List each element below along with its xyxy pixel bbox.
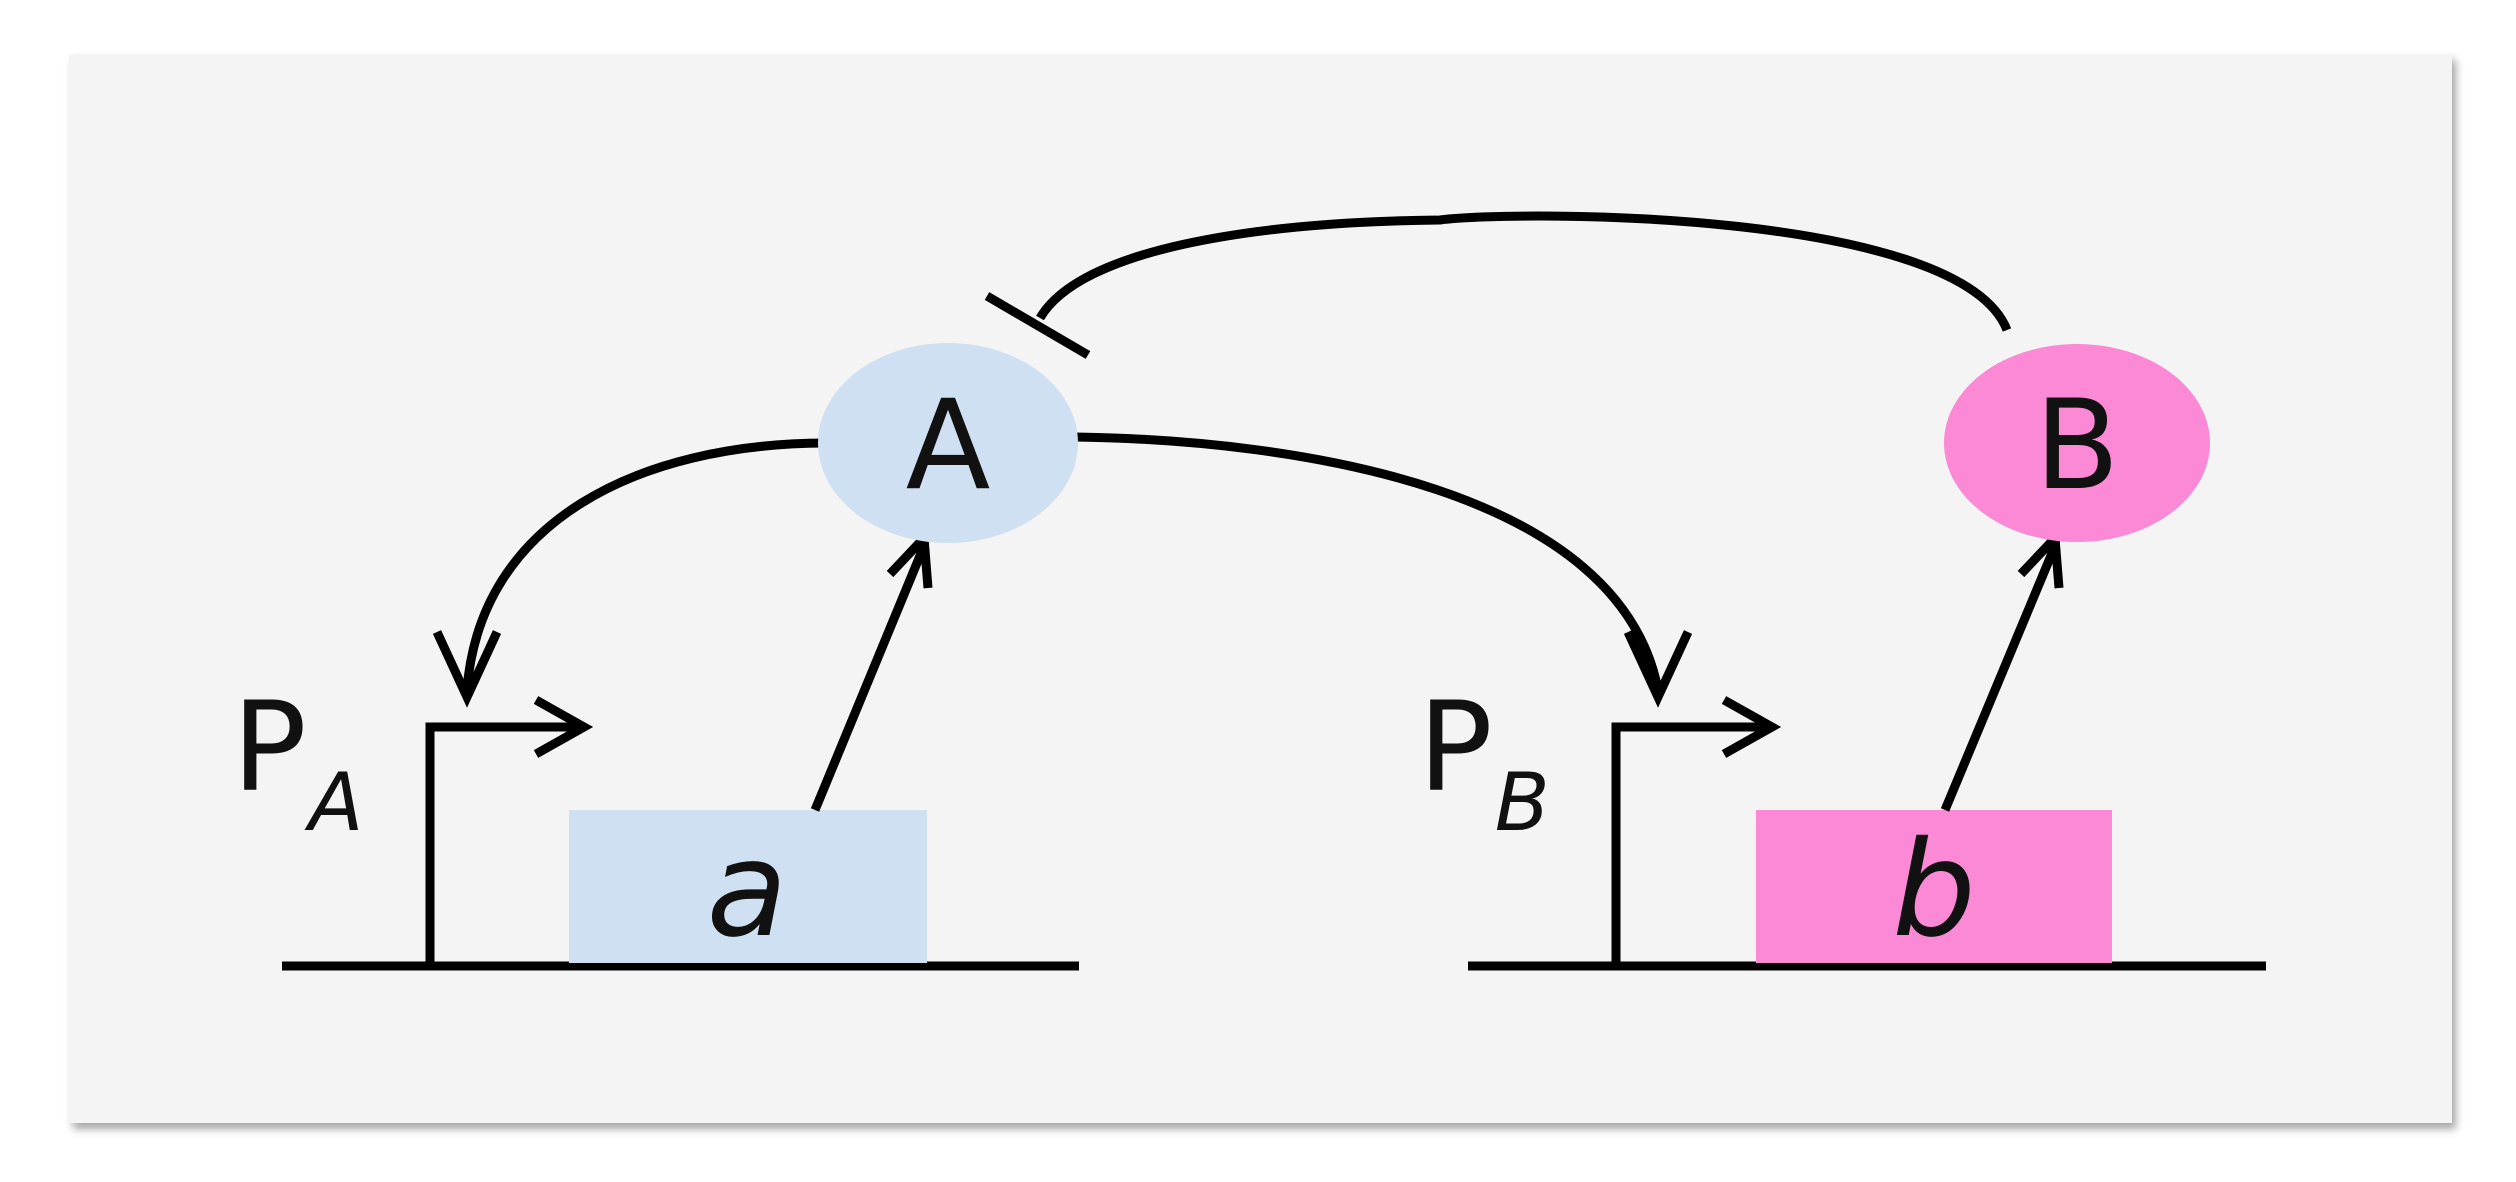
promoter-b-arrow (1611, 696, 1782, 963)
repression-arrow-b-to-a (984, 211, 2012, 359)
expression-arrow-a (810, 527, 933, 812)
protein-a-node (818, 343, 1078, 543)
self-activation-arrow-a (432, 438, 825, 708)
gene-a-box (569, 810, 927, 963)
protein-a-label: A (906, 374, 991, 518)
activation-arrow-a-to-pb (1074, 432, 1693, 708)
protein-b-label: B (2034, 374, 2119, 518)
protein-b-node (1944, 344, 2210, 542)
promoter-a-subscript: A (304, 756, 364, 849)
promoter-b-subscript: B (1495, 756, 1550, 849)
gene-b-label: b (1892, 813, 1976, 967)
gene-a-label: a (707, 813, 788, 967)
promoter-b-label: PB (1418, 676, 1550, 849)
expression-arrow-b (1940, 527, 2064, 812)
gene-b-box (1756, 810, 2112, 963)
promoter-a-arrow (425, 696, 594, 963)
promoter-a-label: PA (232, 676, 364, 849)
